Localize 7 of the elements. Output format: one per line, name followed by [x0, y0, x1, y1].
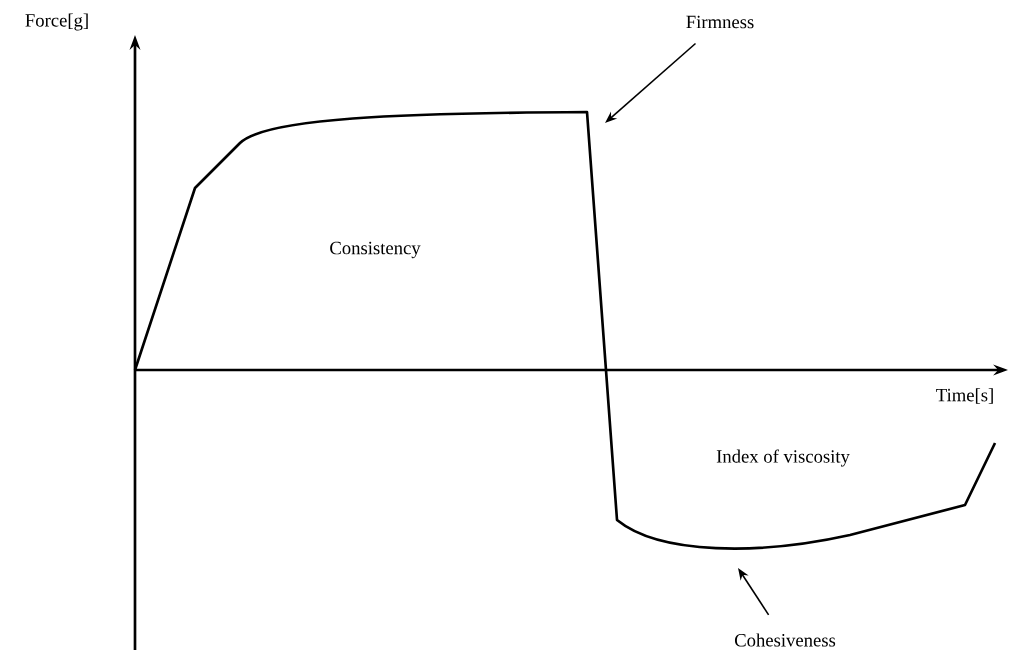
axis-label: Time[s]: [936, 388, 993, 404]
area-label: Index of viscosity: [716, 449, 850, 467]
axis-label: Force[g]: [25, 13, 88, 31]
leader-arrow: [605, 42, 697, 123]
area-label: Consistency: [330, 241, 421, 259]
callout-text: Firmness: [686, 15, 754, 29]
callout-text: Cohesiveness: [735, 633, 836, 647]
